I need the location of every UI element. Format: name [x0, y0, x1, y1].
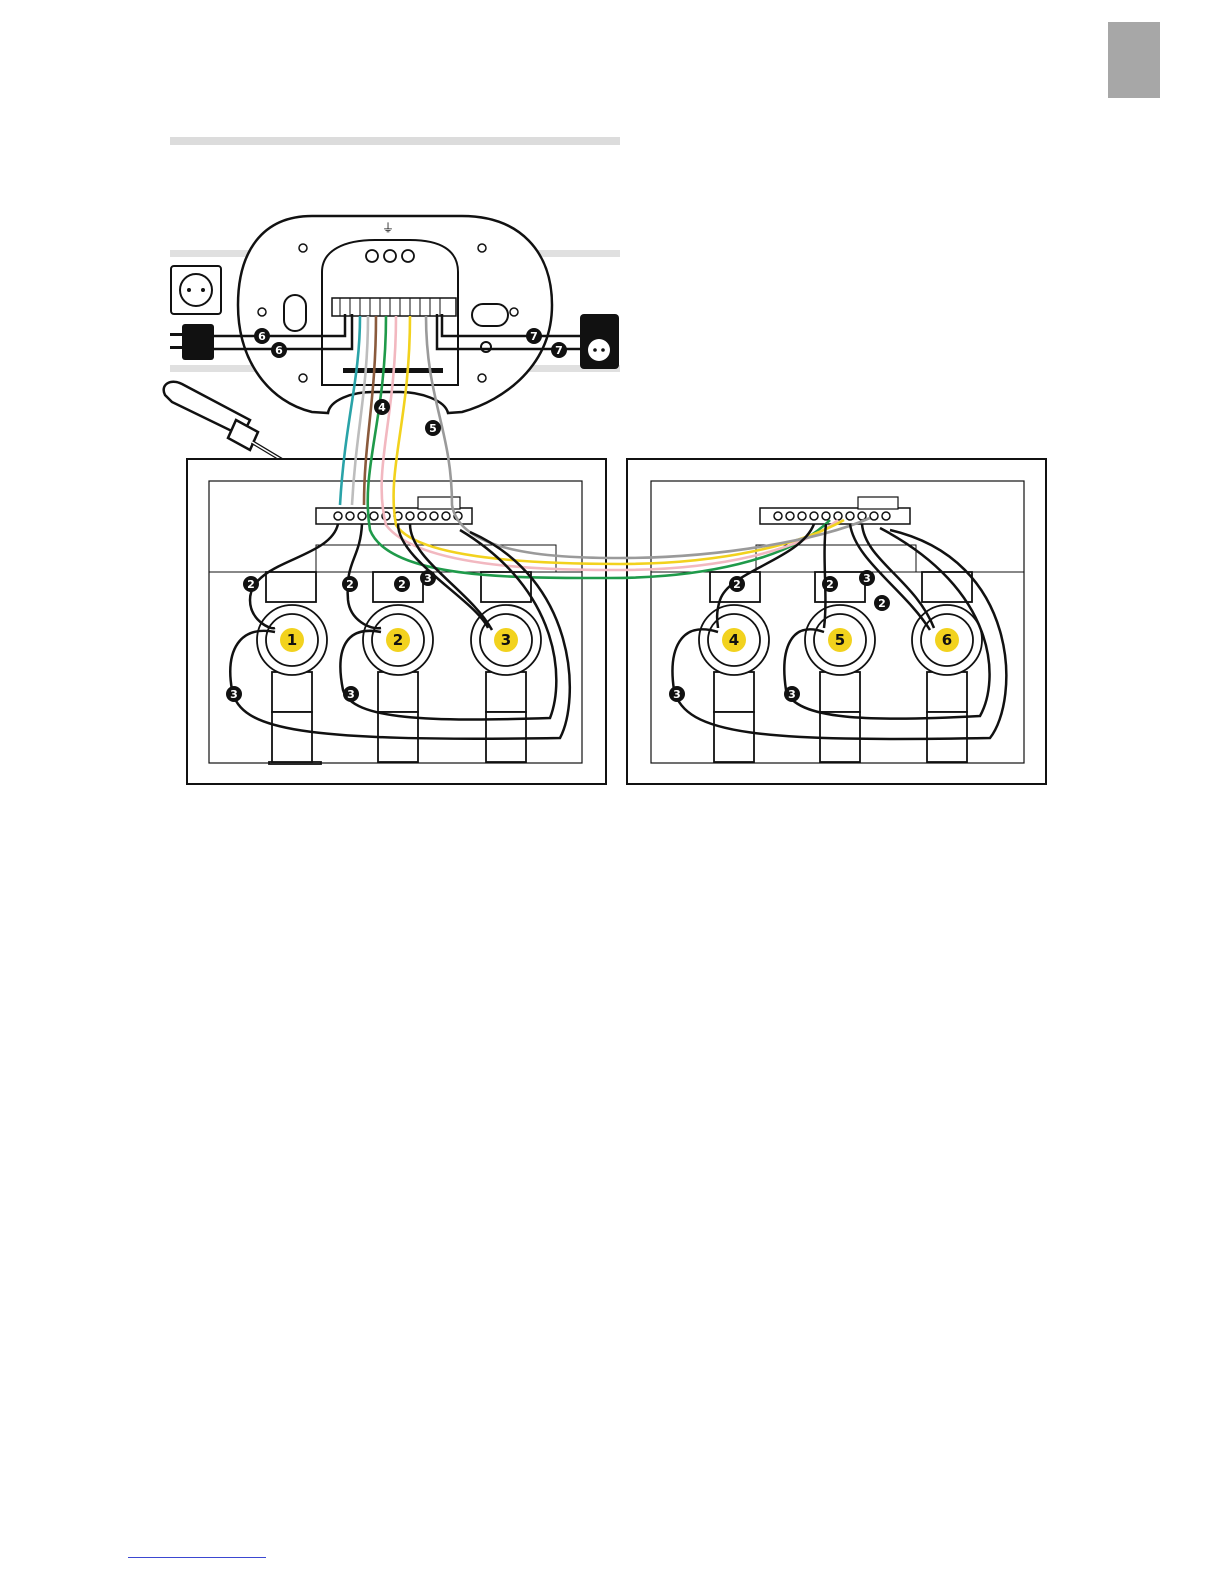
wiring-diagram: ⏚	[0, 0, 1224, 800]
callout-6: 6	[258, 330, 266, 343]
callout-3: 3	[863, 572, 871, 585]
callout-2: 2	[247, 578, 255, 591]
callout-3: 3	[424, 572, 432, 585]
callout-3: 3	[788, 688, 796, 701]
transformer-socket	[580, 314, 619, 369]
valve-number-2: 2	[393, 631, 403, 649]
valve-number-1: 1	[287, 631, 297, 649]
callout-7: 7	[555, 344, 563, 357]
callout-2: 2	[878, 597, 886, 610]
callout-6: 6	[275, 344, 283, 357]
callout-3: 3	[673, 688, 681, 701]
controller-housing: ⏚	[238, 216, 552, 413]
callout-7: 7	[530, 330, 538, 343]
valve-number-5: 5	[835, 631, 845, 649]
callout-2: 2	[826, 578, 834, 591]
valve-number-3: 3	[501, 631, 511, 649]
svg-text:⏚: ⏚	[382, 221, 394, 235]
valve-number-4: 4	[729, 631, 739, 649]
callout-3: 3	[230, 688, 238, 701]
callout-5: 5	[429, 422, 437, 435]
callout-3: 3	[347, 688, 355, 701]
wall-socket	[171, 266, 221, 314]
footer-link-underline	[128, 1557, 266, 1558]
callout-2: 2	[346, 578, 354, 591]
power-plug	[170, 324, 214, 360]
callout-2: 2	[398, 578, 406, 591]
callout-4: 4	[378, 401, 386, 414]
valve-number-6: 6	[942, 631, 952, 649]
callout-2: 2	[733, 578, 741, 591]
